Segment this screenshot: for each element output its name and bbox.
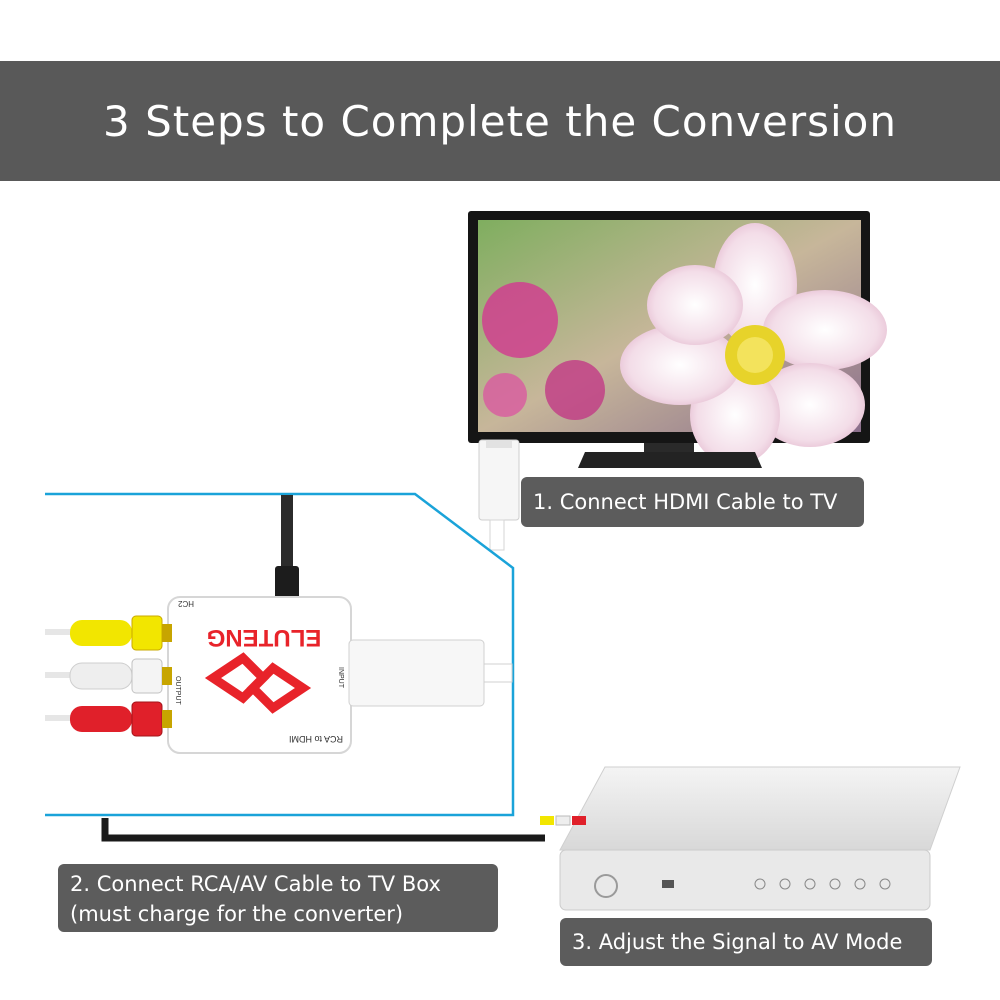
power-button-icon	[594, 874, 618, 898]
brand-logo-icon	[204, 652, 312, 714]
hdmi-plug-icon	[478, 439, 520, 551]
tv-icon	[468, 211, 887, 468]
step-2-callout: 2. Connect RCA/AV Cable to TV Box (must …	[58, 864, 498, 932]
step-1-text: 1. Connect HDMI Cable to TV	[533, 490, 838, 514]
step-3-callout: 3. Adjust the Signal to AV Mode	[560, 918, 932, 966]
input-port-label: INPUT	[337, 667, 344, 689]
model-label: RCA to HDMI	[289, 734, 343, 744]
page-banner: 3 Steps to Complete the Conversion	[0, 61, 1000, 181]
flower-image	[620, 223, 887, 465]
step-3-text: 3. Adjust the Signal to AV Mode	[572, 930, 903, 954]
step-2-line-1: 2. Connect RCA/AV Cable to TV Box	[70, 872, 441, 896]
rca-plug-icon	[45, 701, 172, 737]
rca-cable	[101, 818, 545, 842]
banner-title: 3 Steps to Complete the Conversion	[103, 96, 897, 146]
output-port-label: OUTPUT	[174, 676, 181, 706]
brand-label: ELUTENG	[207, 624, 322, 651]
guide-outline	[45, 492, 515, 817]
tv-box-icon	[540, 766, 961, 911]
power-port-label: HC2	[177, 599, 194, 608]
hdmi-plug-icon	[348, 639, 513, 707]
rca-plug-icon	[45, 658, 172, 694]
tv-stand	[578, 452, 762, 468]
step-1-callout: 1. Connect HDMI Cable to TV	[521, 477, 864, 527]
converter-box-icon: HC2 ELUTENG OUTPUT INPUT RCA to HDMI	[167, 596, 352, 754]
rca-plug-icon	[45, 615, 172, 651]
step-2-line-2: (must charge for the converter)	[70, 902, 404, 926]
